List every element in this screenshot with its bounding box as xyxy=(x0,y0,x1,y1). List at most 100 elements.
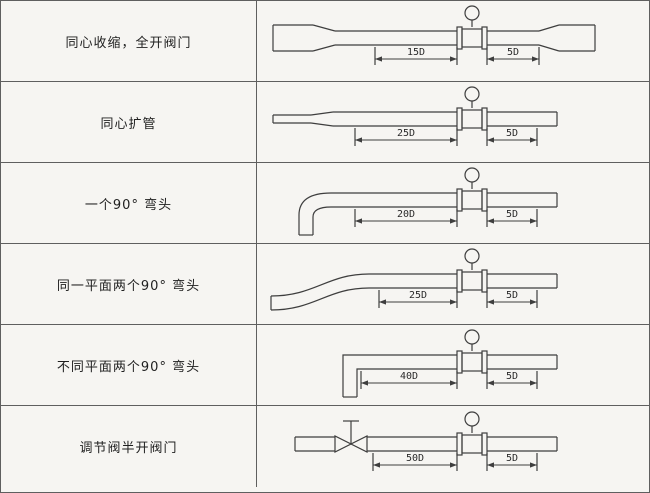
elbow-outer-edge xyxy=(342,354,457,397)
table-row: 同心扩管 25D 5D xyxy=(1,82,649,163)
expander-cone xyxy=(538,44,560,52)
flowmeter-flange xyxy=(481,350,488,374)
row-label: 同心收缩，全开阀门 xyxy=(65,35,192,51)
flowmeter xyxy=(456,5,488,50)
pipe-diagram-expander: 25D 5D xyxy=(272,86,558,146)
table-row: 不同平面两个90° 弯头 40D 5D xyxy=(1,325,649,406)
expander-cone xyxy=(310,111,334,116)
reducer-cone xyxy=(312,44,336,52)
arrowhead xyxy=(450,56,457,62)
upstream-dimension-label: 50D xyxy=(406,453,424,464)
diagram-cell: 50D 5D xyxy=(257,406,649,487)
downstream-dimension-label: 5D xyxy=(506,453,518,464)
flowmeter-body xyxy=(461,28,483,48)
arrowhead xyxy=(487,56,494,62)
row-label-cell: 一个90° 弯头 xyxy=(1,163,257,243)
valve-body xyxy=(334,434,353,453)
elbow-inner-edge xyxy=(312,206,457,235)
flowmeter-flange xyxy=(481,431,488,456)
valve-body xyxy=(349,434,368,453)
flowmeter-body xyxy=(461,190,483,210)
downstream-dimension-label: 5D xyxy=(506,371,518,382)
flowmeter-flange xyxy=(481,107,488,131)
arrowhead xyxy=(487,137,494,143)
downstream-dimension-label: 5D xyxy=(507,47,519,58)
flowmeter-flange xyxy=(481,269,488,293)
arrowhead xyxy=(487,380,494,386)
upstream-dimension: 50D xyxy=(372,452,458,471)
arrowhead xyxy=(487,299,494,305)
table-row: 调节阀半开阀门 50D 5D xyxy=(1,406,649,487)
arrowhead xyxy=(373,461,380,468)
elbow-inner-edge xyxy=(356,368,457,397)
flowmeter xyxy=(456,410,488,456)
downstream-dimension: 5D xyxy=(486,290,538,308)
downstream-dimension: 5D xyxy=(486,128,538,146)
upstream-dimension: 25D xyxy=(378,290,458,308)
flowmeter xyxy=(456,248,488,293)
downstream-dimension: 5D xyxy=(486,371,538,389)
arrowhead xyxy=(375,56,382,62)
arrowhead xyxy=(450,137,457,143)
upstream-dimension-label: 40D xyxy=(400,371,418,382)
arrowhead xyxy=(450,299,457,305)
flowmeter-body xyxy=(461,109,483,129)
arrowhead xyxy=(532,56,539,62)
row-label-cell: 同心收缩，全开阀门 xyxy=(1,1,257,81)
arrowhead xyxy=(355,137,362,143)
flowmeter-flange xyxy=(456,107,463,131)
flowmeter-indicator xyxy=(464,329,480,345)
upstream-dimension: 20D xyxy=(354,209,458,227)
reducer-cone xyxy=(312,24,336,32)
upstream-dimension-label: 25D xyxy=(409,290,427,301)
s-bend-bottom-edge xyxy=(270,287,457,311)
pipe-diagram-half-open-valve: 50D 5D xyxy=(294,410,558,471)
arrowhead xyxy=(355,218,362,224)
flowmeter-flange xyxy=(456,431,463,456)
downstream-dimension: 5D xyxy=(486,47,540,65)
pipe-diagram-double-elbow-same-plane: 25D 5D xyxy=(270,248,558,311)
arrowhead xyxy=(450,380,457,386)
diagram-cell: 40D 5D xyxy=(257,325,649,405)
downstream-dimension-label: 5D xyxy=(506,128,518,139)
arrowhead xyxy=(361,380,368,386)
arrowhead xyxy=(487,461,494,468)
elbow-outer-edge xyxy=(298,192,457,235)
flowmeter-indicator xyxy=(464,5,480,21)
flowmeter-flange xyxy=(456,188,463,212)
arrowhead xyxy=(450,218,457,224)
flowmeter xyxy=(456,86,488,131)
flowmeter-flange xyxy=(481,26,488,50)
diagram-cell: 25D 5D xyxy=(257,244,649,324)
flowmeter-body xyxy=(461,271,483,291)
row-label-cell: 同心扩管 xyxy=(1,82,257,162)
arrowhead xyxy=(530,461,537,468)
row-label: 不同平面两个90° 弯头 xyxy=(56,359,201,375)
table-row: 一个90° 弯头 20D 5D xyxy=(1,163,649,244)
row-label-cell: 同一平面两个90° 弯头 xyxy=(1,244,257,324)
flowmeter xyxy=(456,329,488,374)
flowmeter-flange xyxy=(456,350,463,374)
row-label: 调节阀半开阀门 xyxy=(79,441,178,456)
expander-cone xyxy=(538,24,560,32)
flowmeter-indicator xyxy=(464,248,480,264)
pipe-diagram-single-elbow: 20D 5D xyxy=(298,167,558,236)
expander-cone xyxy=(310,122,334,127)
upstream-dimension-label: 25D xyxy=(397,128,415,139)
flowmeter xyxy=(456,167,488,212)
flowmeter-indicator xyxy=(464,410,480,427)
row-label: 同一平面两个90° 弯头 xyxy=(56,278,201,294)
downstream-dimension-label: 5D xyxy=(506,209,518,220)
arrowhead xyxy=(530,218,537,224)
flowmeter-flange xyxy=(456,26,463,50)
downstream-dimension-label: 5D xyxy=(506,290,518,301)
row-label-cell: 不同平面两个90° 弯头 xyxy=(1,325,257,405)
arrowhead xyxy=(450,461,457,468)
flowmeter-body xyxy=(461,433,483,454)
upstream-dimension-label: 20D xyxy=(397,209,415,220)
downstream-dimension: 5D xyxy=(486,209,538,227)
table-row: 同一平面两个90° 弯头 25D 5D xyxy=(1,244,649,325)
